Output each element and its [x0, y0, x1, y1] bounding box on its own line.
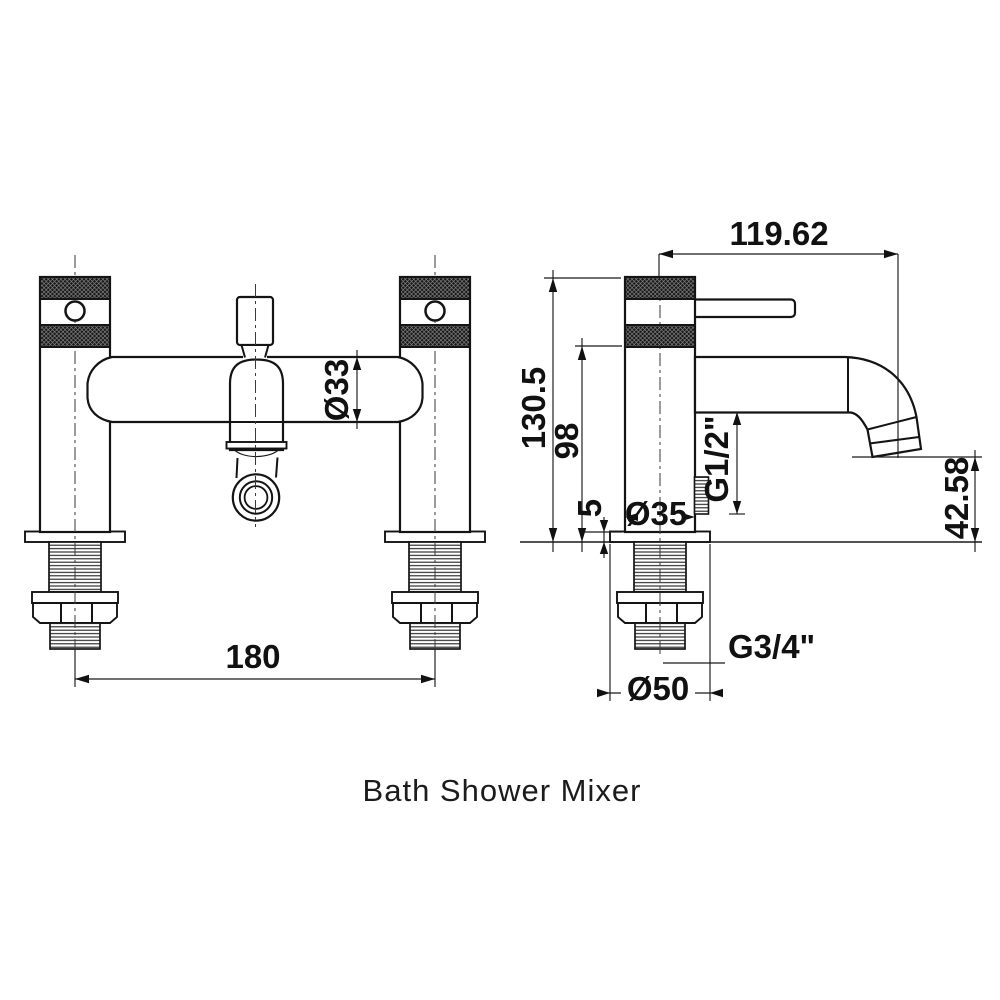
dimension-inlet-thread: G3/4"	[663, 628, 815, 665]
dim-body-diameter-label: Ø33	[318, 359, 355, 421]
outlet-side-right	[275, 457, 279, 478]
dimension-body-diameter: Ø33	[318, 350, 362, 429]
left-knurl-band-bottom	[39, 324, 111, 348]
right-knurl-band-top	[399, 276, 471, 300]
dim-inlet-thread-label: G3/4"	[728, 628, 815, 665]
left-knurl-band-top	[39, 276, 111, 300]
aerator-band-line-2	[869, 436, 920, 445]
shower-hose-boss	[693, 476, 710, 515]
dimension-tap-centres: 180	[74, 638, 436, 687]
dimension-shower-outlet-thread: G1/2"	[698, 412, 745, 515]
dimension-body-height: 98	[548, 338, 622, 552]
outlet-side-left	[235, 457, 239, 479]
dim-body-height-label: 98	[548, 423, 585, 460]
dim-spout-clearance-label: 42.58	[938, 457, 975, 540]
left-indicator-circle	[64, 300, 86, 322]
spout	[693, 355, 923, 459]
right-indicator-circle	[424, 300, 446, 322]
side-knurl-band-bottom	[624, 324, 696, 348]
dimensions: 119.62 130.5 98 5	[74, 215, 982, 707]
aerator-band-line-1	[867, 416, 917, 431]
dimension-pillar-diameter: Ø35	[625, 495, 695, 532]
dim-flange-diameter-label: Ø50	[627, 670, 689, 707]
dim-spout-reach-label: 119.62	[729, 215, 828, 252]
dimension-flange-thickness: 5	[571, 499, 622, 558]
front-view	[24, 255, 486, 658]
right-knurl-band-bottom	[399, 324, 471, 348]
side-knurl-band-top	[624, 276, 696, 300]
dimension-spout-reach: 119.62	[658, 215, 899, 458]
lever-handle	[686, 298, 797, 319]
dim-overall-height-label: 130.5	[515, 367, 552, 450]
dim-flange-thickness-label: 5	[571, 499, 608, 517]
diverter-collar	[225, 441, 288, 450]
drawing-caption: Bath Shower Mixer	[363, 773, 642, 808]
dim-pillar-diameter-label: Ø35	[625, 495, 687, 532]
dimension-flange-diameter: Ø50	[597, 544, 723, 707]
side-view	[520, 275, 982, 658]
diverter-body	[228, 358, 285, 452]
dimension-spout-clearance: 42.58	[852, 450, 982, 552]
collar-underside	[232, 448, 281, 458]
dim-tap-centres-label: 180	[225, 638, 280, 675]
dimension-overall-height: 130.5	[515, 270, 621, 552]
dim-shower-outlet-thread-label: G1/2"	[698, 415, 735, 502]
